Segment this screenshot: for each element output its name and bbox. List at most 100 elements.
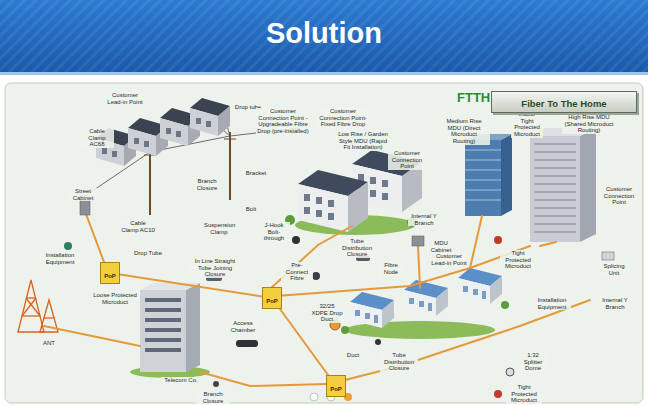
telecom-building-part-part [145,298,181,302]
high-rise-mdu-part [530,136,580,242]
high-rise-mdu-part-part [534,191,576,192]
ducts-part [86,214,104,262]
telecom-building [140,283,200,372]
high-rise-mdu-part-part [534,215,576,216]
equipment-icons-part [506,368,514,376]
callout-label: ANT [40,340,58,347]
pop-cabinet: PoP [262,287,282,309]
equipment-icons-part [412,236,424,246]
high-rise-mdu-part-part [534,207,576,208]
callout-label: Fibre Node [378,262,404,275]
medium-rise-mdu-part [501,134,512,216]
ducts-part [44,326,140,346]
ducts-part [341,300,590,381]
equipment-icons-part [80,200,90,215]
medium-rise-mdu-part-part [465,150,501,151]
callout-label: Suspension Clamp [203,222,235,235]
callout-label: Tube Distribution Closure [338,238,376,258]
diagram-panel-part [5,83,643,403]
title-area: Solution [0,0,648,72]
callout-label: Splicing Unit [598,263,630,276]
ducts [44,214,590,386]
telecom-building-part [186,283,200,372]
houses-part [190,98,230,136]
equipment-icons [64,200,614,398]
callout-label: Tight Protected Microduct [500,250,536,270]
telephone-poles-part [229,132,231,200]
high-rise-mdu-part-part [534,143,576,144]
callout-label: Customer Connection Point [600,186,638,206]
callout-label: Cable Clamp AC10 [120,220,156,233]
high-rise-mdu-part [580,128,596,242]
high-rise-mdu-part-part [534,175,576,176]
equipment-icons-part [213,381,219,387]
callout-label: Cable Clamp AC68 [80,128,114,148]
pop-cabinet: PoP [100,262,120,284]
callout-label: Tube Distribution Closure [380,352,418,372]
equipment-icons-part [312,272,320,280]
antenna-towers-part [22,315,40,316]
telephone-poles-part [149,148,151,215]
antenna-towers-part [26,297,36,298]
blue-roof-houses-part [350,292,394,328]
medium-rise-mdu-part-part [465,170,501,171]
callout-label: Pre-Connect Fibre [281,262,313,282]
telecom-building-part-part [145,348,181,352]
callout-label: Installation Equipment [40,252,80,265]
callout-label: Indoor Tight Protected Microduct [511,111,543,138]
trees [285,215,509,334]
callout-label: Installation Equipment [533,297,571,310]
ducts-part [418,245,420,288]
telecom-building-part-part [145,308,181,312]
antenna-towers-part [22,298,36,316]
high-rise-mdu-part-part [534,159,576,160]
houses [96,98,230,166]
antenna-towers-part [18,280,44,332]
high-rise-mdu-part-part [534,183,576,184]
node-text: PoP [330,386,342,393]
title-band-part [0,0,648,72]
callout-label: Low Rise / Garden Style MDU (Rapid Fit I… [334,131,392,151]
antenna-towers-part [43,317,55,318]
antenna-towers [18,280,58,332]
node-text: PoP [266,298,278,305]
medium-rise-mdu-part [465,140,501,216]
high-rise-mdu-part-part [534,231,576,232]
callout-label: Duct [344,352,362,359]
equipment-icons-part [375,339,381,345]
medium-rise-mdu-part [465,150,501,200]
equipment-icons-part [494,390,502,398]
callout-label: Drop Tube [132,250,164,257]
callout-label: MDU Cabinet [426,240,456,253]
callout-label: High Rise MDU (Shared Microduct Routing) [562,114,616,134]
diagram-heading: FTTH [456,91,491,105]
callout-label: Branch Closure [192,178,222,191]
trees-part [341,326,349,334]
callout-label: Internal Y Branch [598,297,632,310]
callout-label: 32/25 XDPE Drop Duct [310,303,344,323]
high-rise-mdu-part-part [534,151,576,152]
callout-label: Street Cabinet [68,188,98,201]
callout-label: Loose Protected Microduct [92,292,138,305]
high-rise-mdu-part [534,144,576,232]
telephone-poles-part [224,139,236,140]
title-band [0,0,648,75]
medium-rise-mdu [465,134,512,216]
ducts-part [276,246,530,296]
blue-roof-houses [350,268,502,328]
title-band-part [0,72,648,75]
callout-label: Bracket [243,170,269,177]
ducts-part [470,216,482,268]
high-rise-mdu-part-part [534,199,576,200]
equipment-icons-part [64,242,72,250]
page-title: Solution [0,15,648,51]
callout-label: J-Hook Bolt-through [258,222,290,242]
high-rise-mdu-part-part [534,223,576,224]
equipment-icons-part [292,236,300,244]
telecom-building-part-part [145,338,181,342]
